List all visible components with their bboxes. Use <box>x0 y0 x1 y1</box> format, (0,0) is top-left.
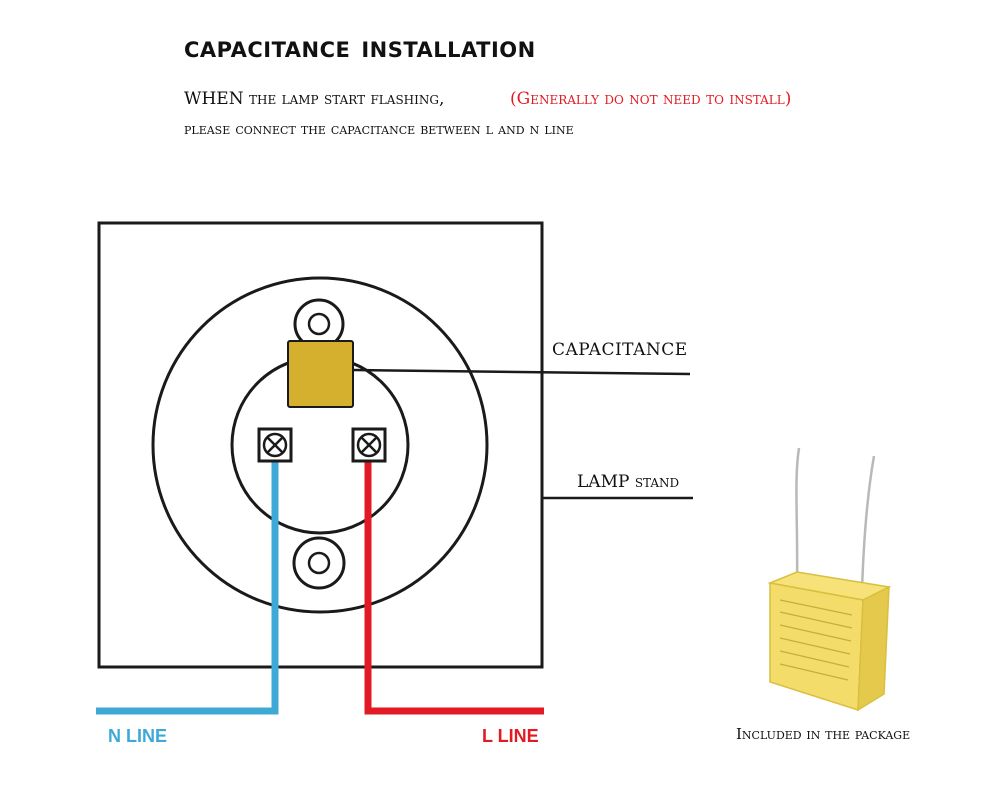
instruction-line-1: WHEN the lamp start flashing, (Generally… <box>184 89 791 109</box>
l-line-wire <box>364 458 544 715</box>
n-line-wire <box>96 458 279 715</box>
mounting-hole-icon <box>292 536 346 590</box>
capacitor-component <box>287 340 354 408</box>
terminal-screw-icon <box>351 427 387 463</box>
capacitor-product-image <box>767 447 892 712</box>
capacitance-label: CAPACITANCE <box>552 340 688 360</box>
capacitance-leader-line <box>352 368 691 376</box>
lamp-stand-outer-ring <box>151 276 489 614</box>
instruction-note: (Generally do not need to install) <box>510 89 792 109</box>
mounting-plate <box>97 221 544 669</box>
instruction-condition: WHEN the lamp start flashing, <box>184 89 445 109</box>
lamp-stand-label: LAMP stand <box>577 472 680 492</box>
instruction-line-2: please connect the capacitance between L… <box>184 119 574 138</box>
page-title: capacitance installation <box>184 30 536 65</box>
included-in-package-label: Included in the package <box>736 725 911 743</box>
n-line-label: N LINE <box>108 726 168 746</box>
terminal-screw-icon <box>257 427 293 463</box>
l-line-label: L LINE <box>482 726 539 746</box>
